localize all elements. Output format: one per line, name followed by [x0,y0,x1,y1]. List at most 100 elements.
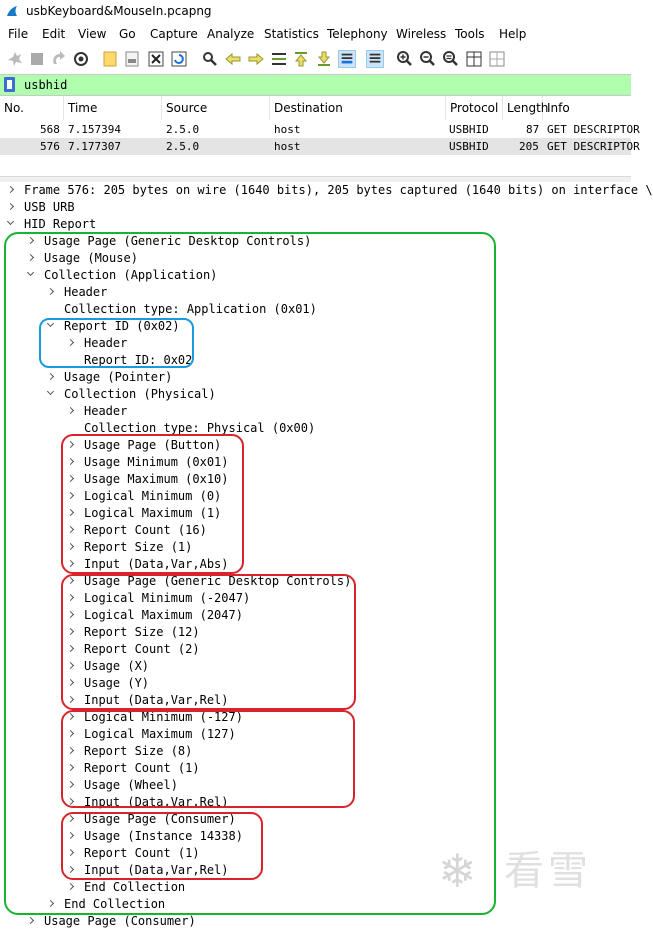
column-header-source[interactable]: Source [162,96,270,120]
expand-arrow-icon[interactable] [66,811,76,828]
expand-arrow-icon[interactable] [66,624,76,641]
expand-arrow-icon[interactable] [66,641,76,658]
zoom-out-icon[interactable] [419,50,437,68]
expand-arrow-icon[interactable] [66,743,76,760]
packet-info: GET DESCRIPTOR [547,140,640,153]
menu-help[interactable]: Help [499,27,527,41]
expand-arrow-icon[interactable] [66,760,76,777]
column-header-no[interactable]: No. [0,96,64,120]
expand-arrow-icon[interactable] [66,335,76,352]
expand-arrow-icon[interactable] [66,709,76,726]
packet-row[interactable]: 568 7.157394 2.5.0 host USBHID 87 GET DE… [0,121,640,138]
menu-capture[interactable]: Capture [150,27,198,41]
expand-arrow-icon[interactable] [66,692,76,709]
reload-file-icon[interactable] [170,50,188,68]
expand-arrow-icon[interactable] [66,505,76,522]
expand-arrow-icon[interactable] [66,862,76,879]
start-capture-icon[interactable] [6,50,24,68]
expand-arrow-icon[interactable] [66,471,76,488]
expand-arrow-icon[interactable] [26,913,36,930]
close-file-icon[interactable] [147,50,165,68]
packet-length: 205 [519,140,539,153]
expand-tree-icon[interactable] [488,50,506,68]
packet-row-selected[interactable]: 576 7.177307 2.5.0 host USBHID 205 GET D… [0,138,640,155]
expand-arrow-icon[interactable] [66,539,76,556]
expand-arrow-icon[interactable] [66,556,76,573]
menu-edit[interactable]: Edit [42,27,66,41]
display-filter-input[interactable]: usbhid [24,78,68,92]
expand-arrow-icon[interactable] [66,777,76,794]
expand-arrow-icon[interactable] [66,658,76,675]
packet-time: 7.177307 [68,140,121,153]
expand-arrow-icon[interactable] [46,896,56,913]
expand-arrow-icon[interactable] [66,607,76,624]
expand-arrow-icon[interactable] [66,879,76,896]
column-header-time[interactable]: Time [64,96,162,120]
expand-arrow-icon[interactable] [6,182,16,199]
expand-arrow-icon[interactable] [66,828,76,845]
collapse-arrow-icon[interactable] [46,386,56,403]
wireshark-fin-icon [7,6,17,16]
packet-destination: host [274,140,301,153]
expand-arrow-icon[interactable] [66,590,76,607]
watermark-text: 看雪 [504,848,592,894]
expand-arrow-icon[interactable] [66,845,76,862]
expand-arrow-icon[interactable] [46,369,56,386]
normal-size-icon[interactable] [442,50,460,68]
menu-go[interactable]: Go [119,27,136,41]
window-title: usbKeyboard&MouseIn.pcapng [26,4,212,18]
expand-arrow-icon[interactable] [6,199,16,216]
column-header-info[interactable]: Info [547,101,570,115]
expand-arrow-icon[interactable] [66,794,76,811]
open-file-icon[interactable] [101,50,119,68]
menu-statistics[interactable]: Statistics [264,27,319,41]
expand-arrow-icon[interactable] [26,250,36,267]
capture-options-icon[interactable] [72,50,90,68]
restart-capture-icon[interactable] [50,50,68,68]
colorize-icon[interactable] [366,50,384,68]
expand-arrow-icon[interactable] [66,675,76,692]
save-file-icon[interactable] [123,50,141,68]
go-forward-icon[interactable] [247,50,265,68]
menu-tools[interactable]: Tools [455,27,485,41]
display-filter-bar: usbhid [0,74,631,96]
expand-arrow-icon[interactable] [66,488,76,505]
expand-arrow-icon[interactable] [66,437,76,454]
zoom-in-icon[interactable] [396,50,414,68]
column-header-destination[interactable]: Destination [270,96,446,120]
menu-wireless[interactable]: Wireless [396,27,447,41]
first-packet-icon[interactable] [292,50,310,68]
column-header-length[interactable]: Length [503,96,548,120]
column-header-protocol[interactable]: Protocol [446,96,503,120]
go-to-packet-icon[interactable] [270,50,288,68]
main-toolbar [0,44,631,75]
expand-arrow-icon[interactable] [26,233,36,250]
expand-arrow-icon[interactable] [66,573,76,590]
menu-view[interactable]: View [78,27,107,41]
go-back-icon[interactable] [224,50,242,68]
expand-arrow-icon[interactable] [66,454,76,471]
bookmark-filter-icon[interactable] [4,77,15,92]
packet-source: 2.5.0 [166,123,200,136]
menu-telephony[interactable]: Telephony [327,27,388,41]
collapse-arrow-icon[interactable] [6,216,16,233]
packet-protocol: USBHID [449,140,489,153]
expand-arrow-icon[interactable] [66,522,76,539]
expand-arrow-icon[interactable] [66,403,76,420]
packet-source: 2.5.0 [166,140,200,153]
last-packet-icon[interactable] [315,50,333,68]
packet-length: 87 [526,123,540,136]
collapse-arrow-icon[interactable] [46,318,56,335]
stop-capture-icon[interactable] [28,50,46,68]
expand-arrow-icon[interactable] [46,284,56,301]
collapse-arrow-icon[interactable] [26,267,36,284]
auto-scroll-icon[interactable] [338,50,356,68]
packet-time: 7.157394 [68,123,121,136]
menu-analyze[interactable]: Analyze [207,27,255,41]
menu-file[interactable]: File [8,27,29,41]
packet-list: No. Time Source Destination Protocol Len… [0,96,640,180]
find-packet-icon[interactable] [201,50,219,68]
resize-columns-icon[interactable] [465,50,483,68]
expand-arrow-icon[interactable] [66,726,76,743]
packet-protocol: USBHID [449,123,489,136]
